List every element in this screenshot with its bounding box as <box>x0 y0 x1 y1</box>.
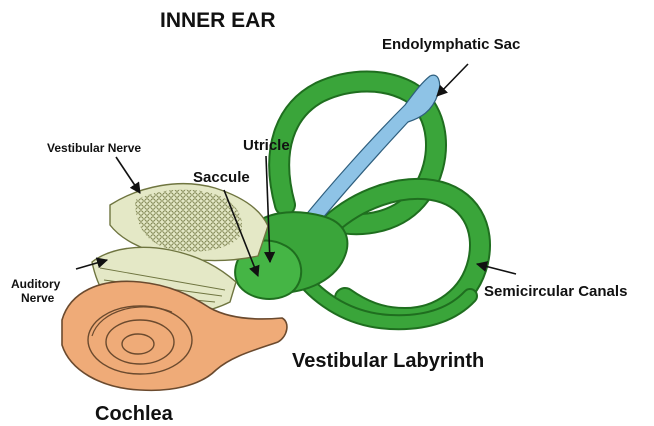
endolymphatic-sac-arrow <box>437 64 468 96</box>
auditory-nerve-label-line1: Auditory <box>11 277 61 291</box>
vestibular-nerve-arrow <box>116 157 140 193</box>
utricle-label: Utricle <box>243 137 290 154</box>
saccule-label: Saccule <box>193 169 250 186</box>
cochlea-label: Cochlea <box>95 403 174 425</box>
diagram-title: INNER EAR <box>160 9 276 32</box>
vestibular-nerve-label: Vestibular Nerve <box>47 141 141 155</box>
vestibular-labyrinth-label: Vestibular Labyrinth <box>292 350 484 372</box>
endolymphatic-sac-label: Endolymphatic Sac <box>382 36 520 53</box>
semicircular-canals-label: Semicircular Canals <box>484 283 627 300</box>
cochlea-shape <box>62 281 287 390</box>
auditory-nerve-label-line2: Nerve <box>21 291 55 305</box>
